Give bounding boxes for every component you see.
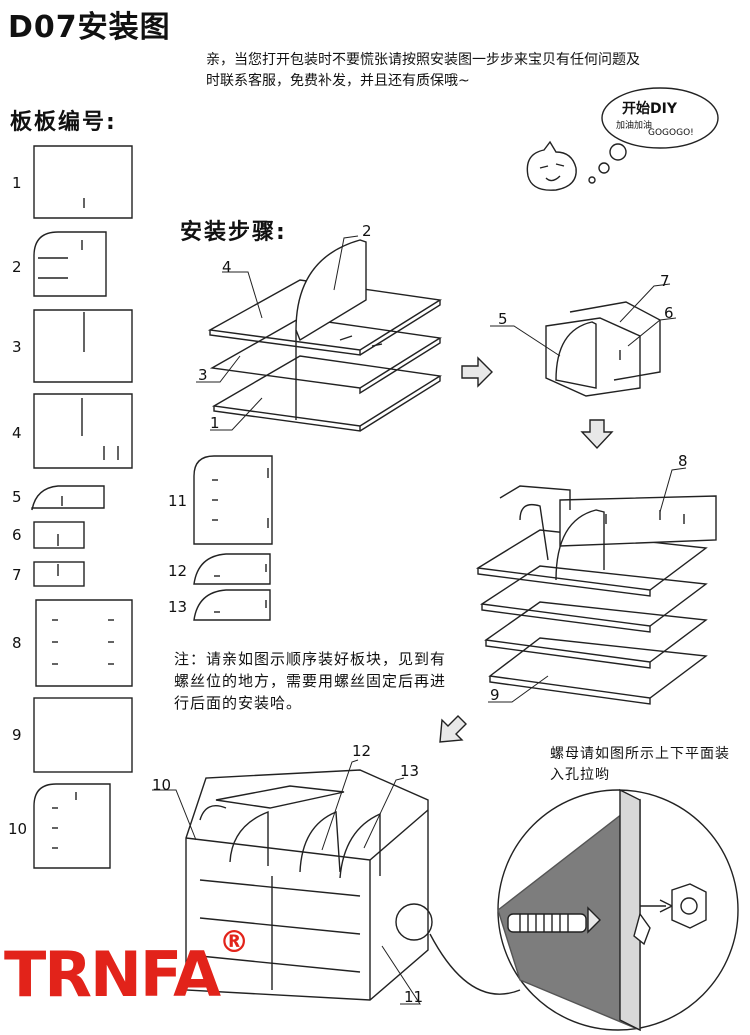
board-number-label: 4 [12,424,22,442]
step-label: 3 [198,366,208,384]
thought-bubble [601,87,719,149]
zoom-callout-small [395,903,433,941]
board-9-outline [33,697,133,773]
board-1-outline [33,145,133,219]
step-label: 12 [168,562,188,580]
board-number-label: 9 [12,726,22,744]
step-label: 5 [498,310,508,328]
step-label: 13 [400,762,420,780]
step1-drawing [207,239,442,432]
board-number-label: 1 [12,174,22,192]
board-7-outline [33,561,85,587]
page-title: D07安装图 [8,10,171,45]
bubble-main-text: 开始DIY [622,101,677,117]
step-label: 9 [490,686,500,704]
step-label: 10 [152,776,172,794]
step-label: 6 [664,304,674,322]
step-label: 8 [678,452,688,470]
board-number-label: 8 [12,634,22,652]
board-5-outline [31,485,105,511]
nut-instruction-note: 螺母请如图所示上下平面装入孔拉哟 [550,746,730,783]
board-number-label: 10 [8,820,28,838]
registered-mark: ® [219,925,249,961]
board-4-outline [33,393,133,469]
board-numbers-heading: 板板编号: [10,110,117,135]
steps-heading: 安装步骤: [180,220,287,245]
nut-icon [671,883,707,929]
board-number-label: 6 [12,526,22,544]
step-label: 4 [222,258,232,276]
assembly-note: 注：请亲如图示顺序装好板块，见到有螺丝位的地方，需要用螺丝固定后再进行后面的安装… [174,650,447,712]
step-label: 2 [362,222,372,240]
bubble-sub-text-1: 加油加油 [616,121,653,131]
step-label: 7 [660,272,670,290]
arrow-down-icon [580,419,614,450]
board-10-outline [33,783,111,869]
brand-name: TRNFA [4,938,221,1011]
instruction-notice: 亲，当您打开包装时不要慌张请按照安装图一步步来宝贝有任何问题及时联系客服，免费补… [206,52,640,89]
callout-leader [429,933,521,995]
board-2-outline [33,231,107,297]
step-label: 1 [210,414,220,432]
step-label: 11 [168,492,188,510]
step2-drawing [545,301,661,397]
board-number-label: 2 [12,258,22,276]
brand-logo: TRNFA® [4,928,249,1006]
step4-drawing [185,769,429,1001]
bubble-sub-text-2: GOGOGO! [648,128,694,138]
step3-drawing [475,485,717,705]
board-3-outline [33,309,133,383]
step-label: 11 [404,988,424,1006]
cartoon-cat-icon [526,140,577,191]
board-number-label: 5 [12,488,22,506]
step-label: 13 [168,598,188,616]
board-number-label: 3 [12,338,22,356]
board-8-outline [35,599,133,687]
arrow-right-icon [461,356,493,388]
step-label: 12 [352,742,372,760]
arrow-diagonal-icon [439,715,467,743]
board-6-outline [33,521,85,549]
board-number-label: 7 [12,566,22,584]
